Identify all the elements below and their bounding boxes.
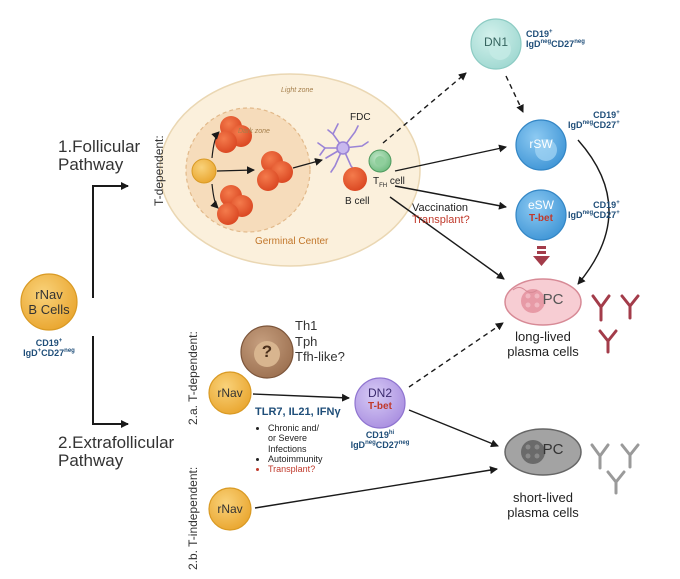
rnav-b-label: rNav [217, 502, 243, 516]
light-zone-label: Light zone [281, 87, 314, 94]
rnav-cell-extrafollicular-a [208, 371, 252, 415]
dn2-cell [354, 377, 406, 429]
t-independent-2b-label: 2.b. T-independent: [186, 466, 200, 570]
arrow-gc-to-pc [389, 196, 505, 280]
arrow-dn1-to-rsw [505, 75, 524, 113]
proliferating-bcell-cluster [215, 116, 293, 225]
arrow-to-rsw [394, 144, 507, 172]
bcell-label: B cell [345, 196, 370, 207]
esw-label: eSW T-bet [527, 198, 554, 224]
arrow-dn2-to-long-lived [408, 322, 504, 388]
condition-item: Transplant? [268, 464, 323, 474]
rnav-cell-main [20, 273, 78, 331]
dark-zone-label: Dark zone [238, 128, 270, 135]
helper-types: Th1 Tph Tfh-like? [295, 318, 345, 365]
short-lived-caption: short-lived plasma cells [507, 490, 579, 520]
pathway-split-line [92, 182, 129, 298]
long-lived-caption: long-lived plasma cells [507, 329, 579, 359]
t-dependent-label: T-dependent: [152, 135, 166, 206]
tfh-cell-label: TFH cell [373, 176, 405, 189]
extrafollicular-pathway-title: 2.Extrafollicular Pathway [58, 433, 175, 470]
rnav-name: rNav [35, 287, 63, 302]
rnav-markers: CD19+ IgD+CD27neg [23, 338, 75, 359]
follicular-pathway-title: 1.Follicular Pathway [58, 137, 141, 174]
arrow-rnav-to-dn2 [252, 393, 350, 402]
dn1-name: DN1 [483, 35, 508, 49]
dn2-markers: CD19hi IgDnegCD27neg [350, 430, 410, 451]
rnav-subtitle: B Cells [28, 301, 70, 317]
germinal-bcell [343, 167, 367, 191]
dn1-markers: CD19+ IgDnegCD27neg [526, 29, 585, 50]
arrow-esw-to-pc [533, 246, 550, 266]
arrow-rnav-to-short-lived [254, 466, 498, 509]
arrow-dn2-to-short-lived [408, 409, 499, 448]
condition-item: Autoimmunity [268, 454, 323, 464]
antibody-icon-gray [590, 443, 640, 495]
long-pc-label: PC [542, 291, 564, 308]
dn2-label: DN2 T-bet [367, 386, 392, 412]
rsw-markers: CD19+ IgDnegCD27+ [568, 110, 620, 131]
rnav-cell-extrafollicular-b [208, 487, 252, 531]
short-pc-label: PC [542, 441, 564, 458]
helper-question-mark: ? [261, 342, 273, 361]
arrow-to-esw [394, 185, 507, 210]
arrow-rsw-to-pc [577, 139, 610, 285]
esw-markers: CD19+ IgDnegCD27+ [568, 200, 620, 221]
rnav-a-label: rNav [217, 386, 243, 400]
rnav-label: rNav B Cells [21, 287, 77, 318]
fdc-cell [317, 123, 369, 173]
naive-cell-in-gc [191, 158, 217, 184]
t-dependent-2a-label: 2.a. T-dependent: [186, 331, 200, 425]
germinal-center-label: Germinal Center [255, 236, 329, 247]
pathway-split-line-lower [92, 336, 129, 428]
vaccination-label: Vaccination Transplant? [412, 202, 470, 227]
rsw-name: rSW [529, 137, 553, 151]
signals-label: TLR7, IL21, IFNγ [255, 406, 341, 418]
esw-cell [515, 189, 567, 241]
fdc-label: FDC [350, 112, 371, 123]
arrow-to-dn1 [382, 72, 467, 144]
antibody-icon [591, 294, 640, 354]
